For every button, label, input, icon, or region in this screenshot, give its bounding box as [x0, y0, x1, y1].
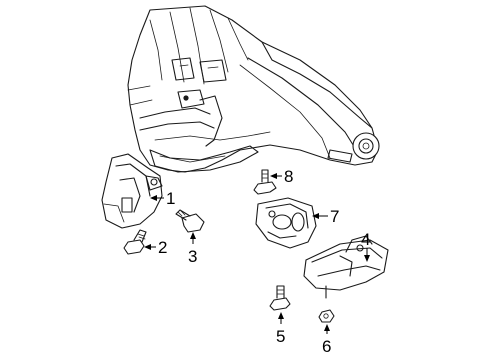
callout-2-number: 2 [158, 238, 167, 257]
callout-6-number: 6 [322, 337, 331, 356]
bolt-part-5 [269, 285, 291, 311]
callout-1: 1 [150, 189, 175, 208]
callout-4-number: 4 [361, 230, 370, 249]
bolt-part-3 [175, 209, 205, 233]
callout-5-number: 5 [276, 327, 285, 346]
callout-7-number: 7 [330, 207, 339, 226]
bolt-part-8 [253, 169, 277, 195]
callout-5: 5 [276, 312, 285, 346]
mount-bracket-part-1 [101, 153, 163, 229]
callout-4: 4 [361, 230, 370, 262]
crossmember-mount-part-4 [303, 235, 389, 299]
callout-2: 2 [144, 238, 167, 257]
mount-insulator-part-7 [255, 197, 317, 249]
transmission-assembly [127, 5, 380, 173]
callout-8-number: 8 [284, 167, 293, 186]
callout-1-number: 1 [166, 189, 175, 208]
callout-3: 3 [188, 232, 197, 266]
callout-3-number: 3 [188, 247, 197, 266]
callout-7: 7 [312, 207, 339, 226]
callout-8: 8 [270, 167, 293, 186]
bolt-part-2 [123, 229, 147, 255]
nut-part-6 [318, 309, 335, 323]
callout-6: 6 [322, 324, 331, 356]
